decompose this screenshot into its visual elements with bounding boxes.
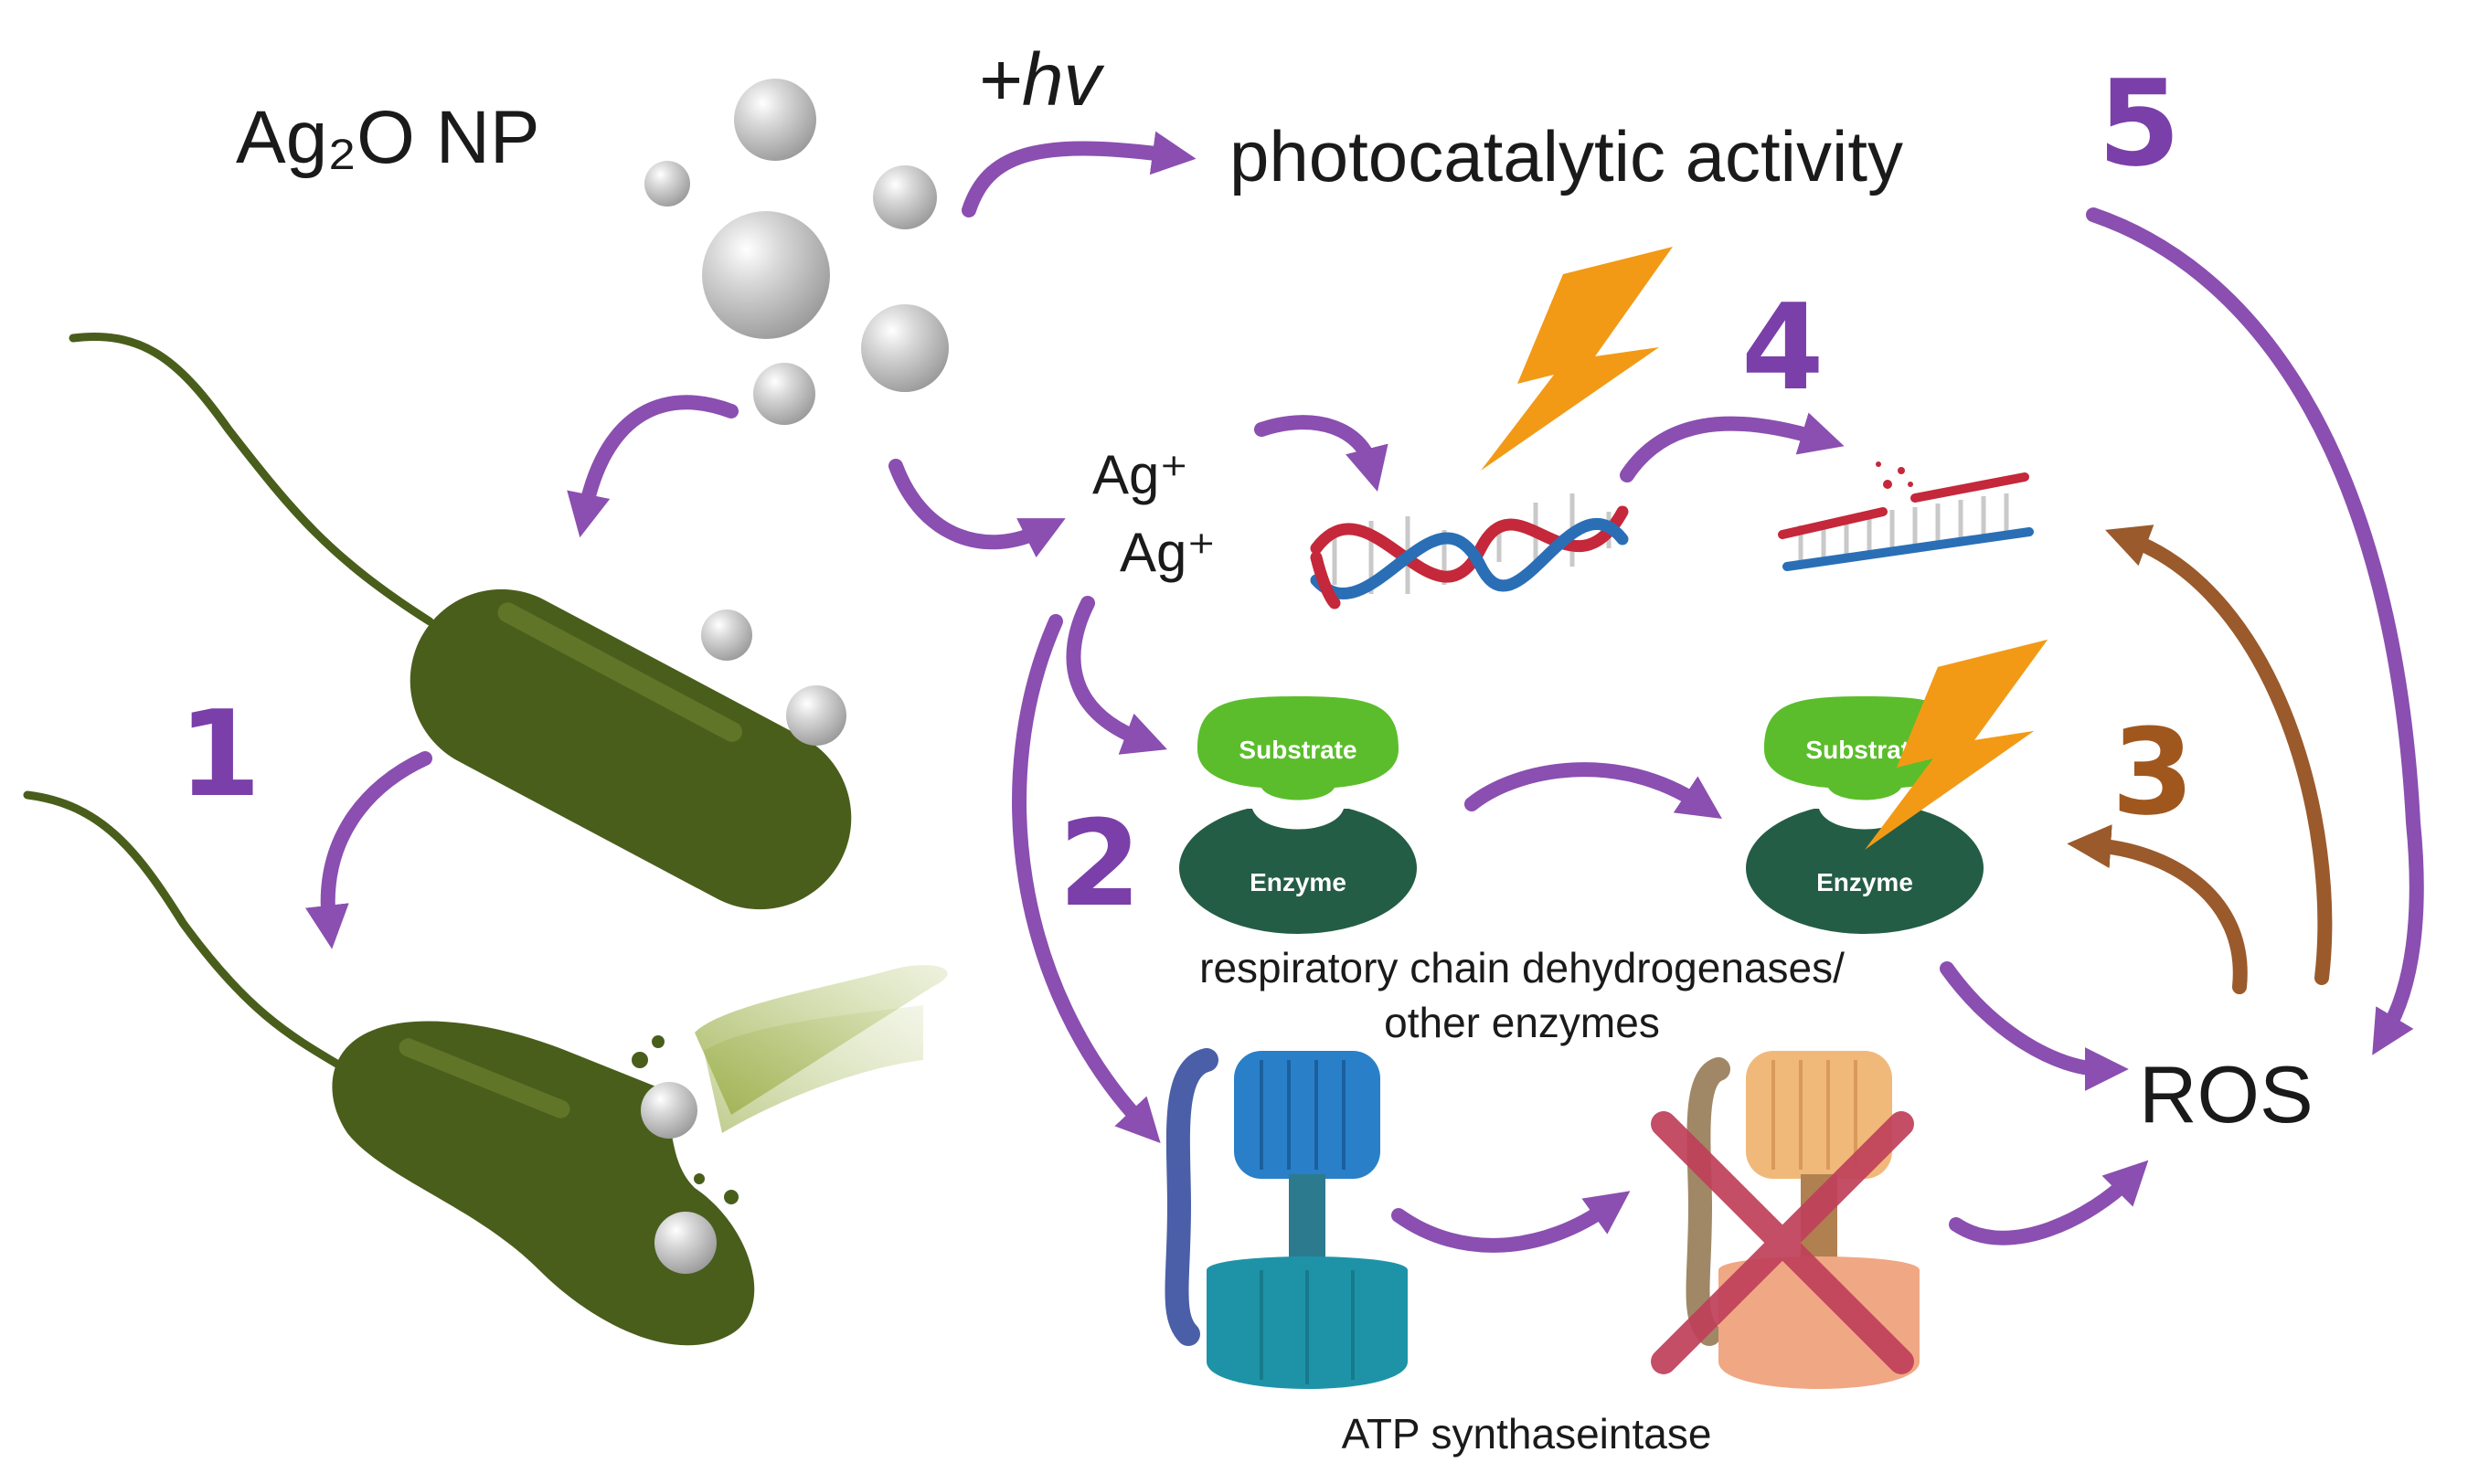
light-label: +hv <box>978 38 1104 122</box>
step-number-4: 4 <box>1741 278 1824 417</box>
ros-label: ROS <box>2139 1049 2314 1140</box>
atp-synthase-caption: ATP synthaseintase <box>1342 1410 1712 1458</box>
dna-helix-icon <box>1310 493 1629 610</box>
enzymes-caption-line1: respiratory chain dehydrogenases/ <box>1199 944 1845 991</box>
bacterium-intact-icon <box>69 333 852 910</box>
arrow-np-to-photocatalytic <box>962 131 1197 217</box>
step-number-5: 5 <box>2098 54 2180 193</box>
substrate-label-1: Substrate <box>1239 736 1356 764</box>
enzyme-label-1: Enzyme <box>1250 868 1346 896</box>
photocatalytic-label: photocatalytic activity <box>1229 116 1903 196</box>
step-number-2: 2 <box>1058 794 1141 933</box>
arrow-photocatalytic-to-ros <box>2086 207 2424 1055</box>
enzyme-label-2: Enzyme <box>1816 868 1913 896</box>
inhibition-cross-icon <box>1651 1111 1914 1374</box>
arrow-atp-to-ros <box>1949 1160 2149 1246</box>
arrow-enzyme-to-ros <box>1940 961 2129 1091</box>
arrow-bacterium-to-ruptured <box>305 751 432 949</box>
arrow-np-to-bacterium <box>567 395 739 538</box>
arrow-ag-to-enzyme <box>1066 596 1167 755</box>
arrow-np-to-ag-ions <box>888 459 1066 558</box>
arrow-ros-to-enzyme <box>2067 824 2248 994</box>
ag-ion-label-2: Ag⁺ <box>1120 522 1216 583</box>
step-number-1: 1 <box>178 684 261 823</box>
enzyme-complex-intact <box>1179 696 1417 934</box>
nanoparticle-cluster-icon <box>644 79 949 425</box>
step-number-3: 3 <box>2112 703 2194 842</box>
nanoparticle-label: Ag₂O NP <box>236 96 540 179</box>
arrow-ros-to-damaged-dna <box>2105 525 2333 985</box>
arrow-ag-to-dna <box>1254 415 1388 492</box>
arrow-atp-to-inhibited <box>1391 1191 1631 1253</box>
arrow-dna-to-damaged <box>1620 412 1845 482</box>
bacterium-ruptured-icon <box>23 790 948 1346</box>
lightning-enzyme-overlay-icon <box>1865 640 2048 850</box>
enzymes-caption-line2: other enzymes <box>1384 999 1660 1046</box>
enzyme-complex-damaged <box>1746 696 1984 934</box>
damaged-dna-icon <box>1778 461 2034 571</box>
ag-ion-label-1: Ag⁺ <box>1092 444 1188 505</box>
atp-synthase-intact-icon <box>1165 1048 1408 1389</box>
arrow-enzyme-to-damaged <box>1464 762 1722 819</box>
arrow-ag-to-atp <box>1012 614 1161 1144</box>
lightning-dna-icon <box>1481 247 1673 471</box>
